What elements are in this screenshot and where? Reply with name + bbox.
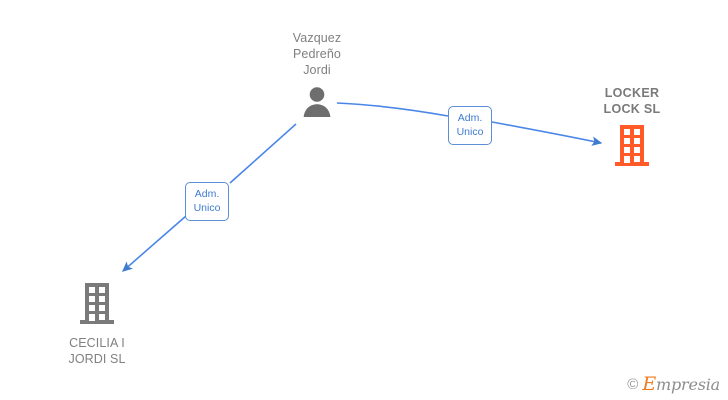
empresia-wordmark-rest: mpresia — [656, 375, 720, 394]
empresia-wordmark: Empresia — [642, 375, 720, 394]
node-company-locker-label: LOCKER LOCK SL — [603, 86, 661, 116]
node-company-cecilia-i-jordi-sl[interactable]: CECILIA I JORDI SL — [27, 281, 167, 367]
node-company-locker-lock-sl[interactable]: LOCKER LOCK SL — [562, 85, 702, 172]
edge-person-to-locker-segment-b — [491, 121, 603, 146]
empresia-wordmark-initial: E — [642, 373, 656, 395]
person-silhouette-icon — [300, 84, 334, 123]
edge-person-to-locker-segment-a — [336, 102, 449, 117]
edge-person-to-cecilia-segment-a — [229, 123, 297, 184]
building-icon — [76, 281, 118, 330]
edge-label-adm-unico-cecilia[interactable]: Adm. Unico — [185, 182, 229, 221]
edge-person-to-cecilia-segment-b — [122, 215, 187, 272]
node-company-cecilia-label: CECILIA I JORDI SL — [68, 336, 126, 366]
node-person-label: Vazquez Pedreño Jordi — [292, 31, 342, 77]
node-person-vazquez-pedreno-jordi[interactable]: Vazquez Pedreño Jordi — [247, 30, 387, 123]
copyright-icon: © — [627, 376, 639, 393]
edge-label-adm-unico-locker[interactable]: Adm. Unico — [448, 106, 492, 145]
building-icon — [611, 123, 653, 172]
empresia-watermark: © Empresia — [627, 375, 720, 394]
